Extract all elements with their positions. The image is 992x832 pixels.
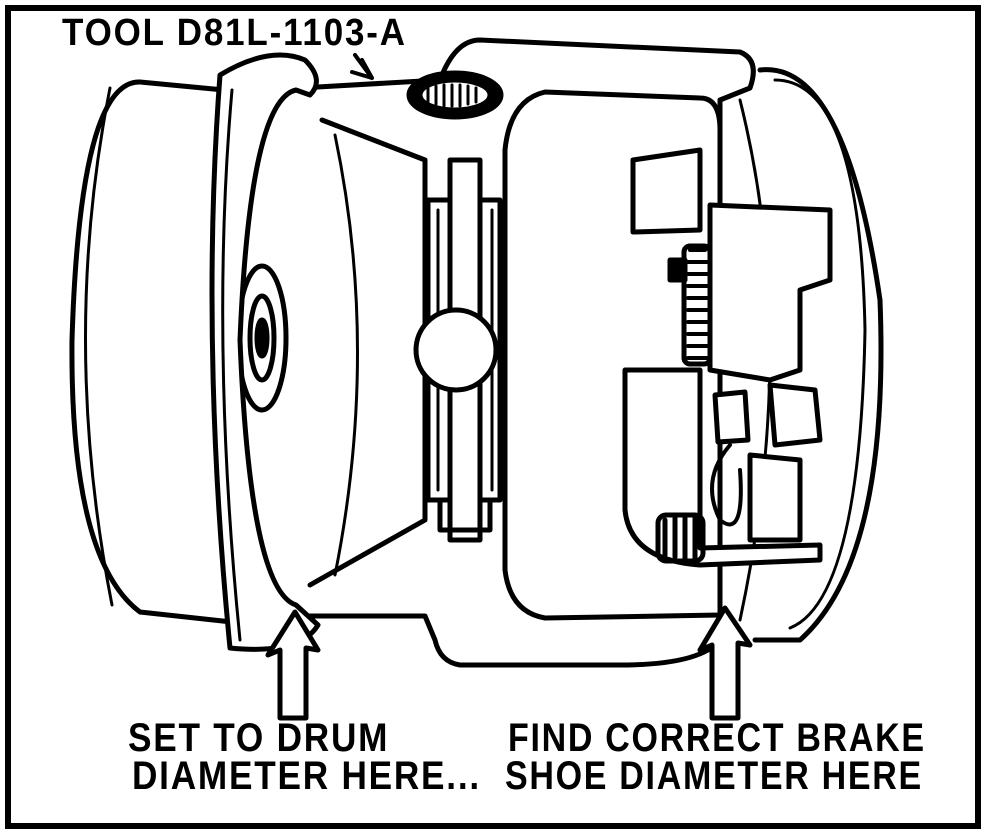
return-spring [686, 248, 709, 360]
callout-arrows [265, 53, 753, 721]
left-arrow [265, 609, 321, 721]
figure-frame [5, 5, 981, 829]
adjuster-ball [413, 307, 499, 393]
upper-brake-shoe [630, 147, 703, 235]
tool-number-label: TOOL D81L-1103-A [62, 12, 407, 54]
shoe-callout-line-2: SHOE DIAMETER HERE [505, 754, 923, 798]
drum-callout-line-2: DIAMETER HERE... [132, 754, 481, 798]
drum-callout-line-1: SET TO DRUM [128, 716, 390, 760]
shoe-callout-line-1: FIND CORRECT BRAKE [508, 716, 926, 760]
brake-shoe-assembly [502, 67, 884, 643]
right-arrow [697, 605, 753, 721]
left-gauge-arm [209, 52, 321, 652]
adjuster-spring [662, 513, 698, 562]
